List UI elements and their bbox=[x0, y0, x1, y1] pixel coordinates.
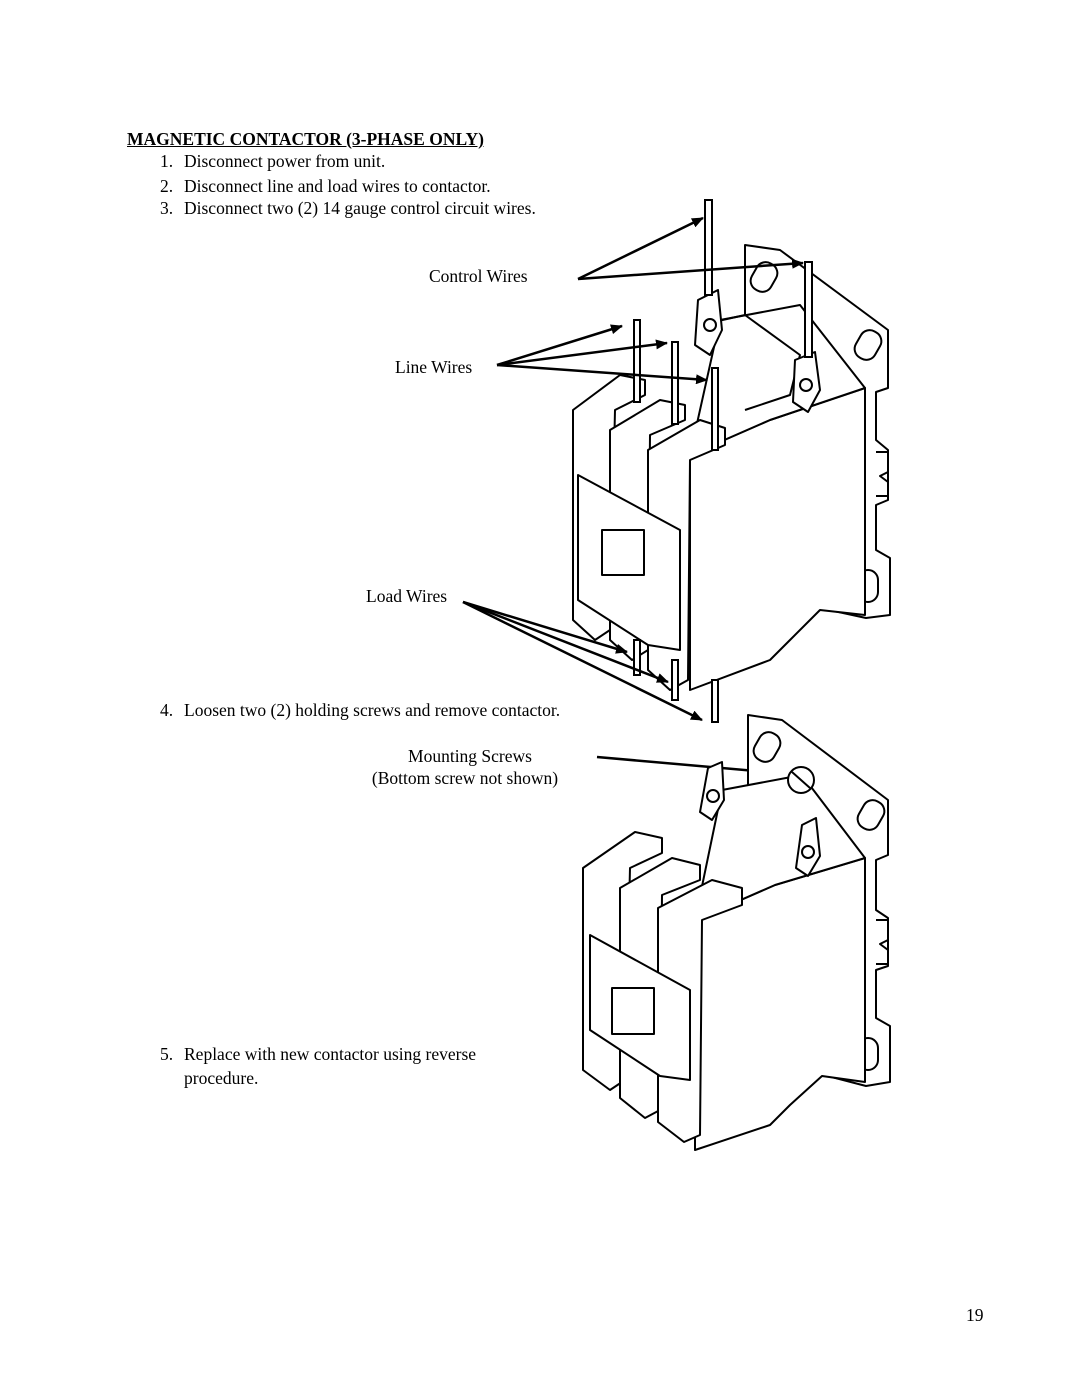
step-5-number: 5. bbox=[160, 1044, 174, 1064]
control-wire bbox=[804, 261, 813, 358]
arrow-load-1 bbox=[462, 600, 628, 654]
load-wire bbox=[711, 679, 719, 723]
step-2-text: Disconnect line and load wires to contac… bbox=[184, 176, 491, 196]
load-wire bbox=[671, 659, 679, 701]
page-number: 19 bbox=[966, 1305, 984, 1325]
contactor-new-figure bbox=[582, 714, 891, 1151]
step-3-number: 3. bbox=[160, 198, 174, 218]
arrow-load-3 bbox=[462, 600, 703, 722]
step-2: 2. Disconnect line and load wires to cont… bbox=[160, 176, 491, 196]
load-wire bbox=[633, 639, 641, 676]
terminal-screw bbox=[703, 318, 717, 332]
terminal-screw bbox=[801, 845, 815, 859]
callout-arrows bbox=[462, 216, 804, 779]
arrow-line-1 bbox=[496, 324, 623, 367]
contactor-wired-figure bbox=[572, 244, 891, 691]
step-4: 4. Loosen two (2) holding screws and remo… bbox=[160, 700, 561, 720]
callout-line-wires: Line Wires bbox=[395, 357, 473, 377]
plate-slot bbox=[853, 329, 883, 361]
arrow-load-2 bbox=[462, 600, 669, 684]
control-wire bbox=[704, 199, 713, 296]
step-3: 3. Disconnect two (2) 14 gauge control ci… bbox=[160, 198, 536, 218]
step-1-text: Disconnect power from unit. bbox=[184, 151, 386, 171]
arrow-control-1 bbox=[577, 216, 704, 281]
step-5: 5. Replace with new contactor using rever… bbox=[160, 1044, 477, 1064]
arrow-line-3 bbox=[496, 363, 708, 385]
plate-notch bbox=[876, 451, 889, 497]
terminal-screw bbox=[706, 789, 720, 803]
callout-control-wires: Control Wires bbox=[429, 266, 528, 286]
plate-notch bbox=[876, 919, 889, 965]
terminal-screw bbox=[799, 378, 813, 392]
arrow-control-2 bbox=[577, 258, 804, 281]
arrow-line-2 bbox=[496, 339, 668, 367]
step-2-number: 2. bbox=[160, 176, 174, 196]
front-label-window bbox=[601, 529, 645, 576]
wires bbox=[633, 199, 813, 723]
step-4-text: Loosen two (2) holding screws and remove… bbox=[184, 700, 561, 720]
line-wire bbox=[711, 367, 719, 451]
front-label-window bbox=[611, 987, 655, 1035]
step-3-text: Disconnect two (2) 14 gauge control circ… bbox=[184, 198, 536, 218]
callout-mounting-screws: Mounting Screws bbox=[408, 746, 532, 766]
line-wire bbox=[633, 319, 641, 403]
plate-slot bbox=[752, 731, 782, 763]
step-4-number: 4. bbox=[160, 700, 174, 720]
step-5-text-line2: procedure. bbox=[184, 1068, 259, 1088]
step-1: 1. Disconnect power from unit. bbox=[160, 151, 386, 171]
step-1-number: 1. bbox=[160, 151, 174, 171]
callout-bottom-screw-note: (Bottom screw not shown) bbox=[371, 768, 559, 788]
callout-load-wires: Load Wires bbox=[366, 586, 448, 606]
plate-slot bbox=[856, 799, 886, 831]
step-5-text-line1: Replace with new contactor using reverse bbox=[184, 1044, 477, 1064]
section-title: MAGNETIC CONTACTOR (3-PHASE ONLY) bbox=[127, 129, 484, 149]
line-wire bbox=[671, 341, 679, 425]
